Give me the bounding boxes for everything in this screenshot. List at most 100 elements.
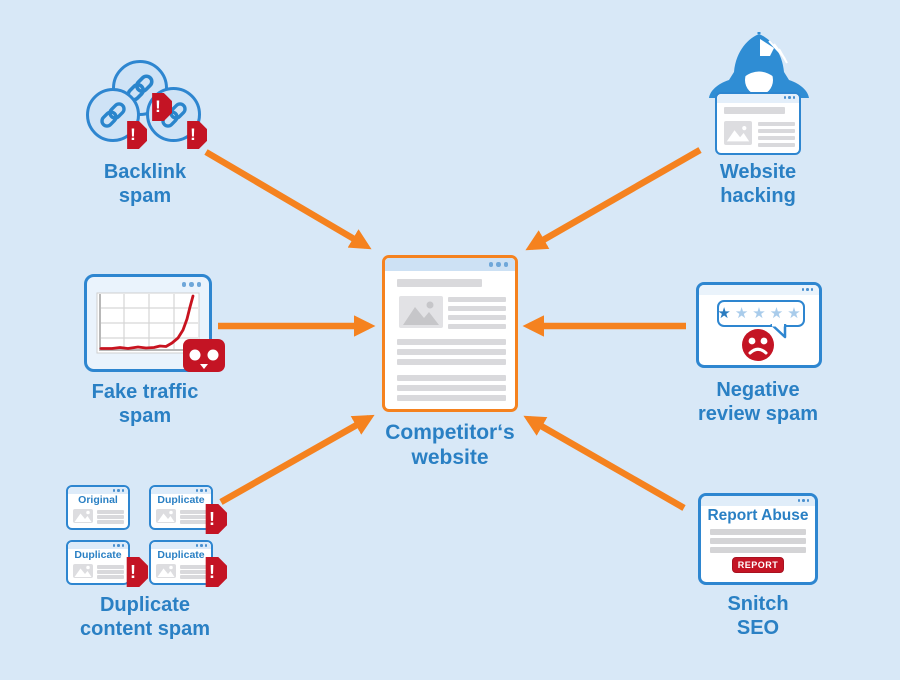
text-line [180, 565, 207, 569]
text-line [180, 520, 207, 524]
text-line [448, 297, 506, 302]
duplicate-content-window: Duplicate [66, 540, 130, 585]
star-empty-icon: ★ [734, 304, 753, 322]
warning-badge-icon: ! [205, 557, 227, 587]
warning-badge-icon: ! [187, 121, 207, 149]
text-line [710, 538, 806, 544]
arrow-snitch-seo [523, 415, 686, 511]
text-line [397, 395, 506, 401]
warning-exclamation: ! [209, 508, 215, 529]
image-placeholder [73, 564, 93, 578]
bot-icon [183, 339, 225, 372]
window-titlebar [385, 258, 515, 271]
window-titlebar [68, 487, 128, 494]
window-dots-icon [181, 282, 201, 287]
text-line [397, 279, 482, 287]
star-empty-icon: ★ [752, 304, 770, 322]
review-speech-bubble: ★★★★★ [717, 300, 805, 327]
text-line [97, 575, 124, 579]
hacker-icon [709, 32, 809, 98]
window-titlebar [151, 542, 211, 549]
window-titlebar [701, 496, 815, 506]
image-placeholder [724, 121, 752, 145]
window-dots-icon [801, 288, 813, 291]
text-line [758, 136, 795, 140]
window-label: Duplicate [157, 549, 205, 561]
warning-exclamation: ! [190, 125, 196, 144]
text-line [97, 510, 124, 514]
window-titlebar [717, 94, 799, 103]
image-placeholder [73, 509, 93, 523]
report-abuse-heading: Report Abuse [707, 507, 809, 524]
text-line [97, 570, 124, 574]
window-label: Original [78, 494, 118, 506]
text-line [180, 575, 207, 579]
warning-exclamation: ! [130, 561, 136, 582]
speech-bubble-tail [770, 324, 787, 339]
traffic-spike-chart [96, 292, 200, 354]
star-empty-icon: ★ [787, 304, 805, 322]
warning-badge-icon: ! [152, 93, 172, 121]
label-backlink-spam: Backlink spam [103, 161, 187, 207]
label-fake-traffic-spam: Fake traffic spam [91, 381, 199, 427]
competitor-website-window [382, 255, 518, 412]
label-website-hacking: Website hacking [719, 161, 797, 207]
label-snitch-seo: Snitch SEO [727, 593, 789, 639]
text-line [758, 122, 795, 126]
star-empty-icon: ★ [769, 304, 788, 322]
text-line [397, 385, 506, 391]
text-line [724, 107, 785, 114]
window-dots-icon [797, 499, 809, 502]
text-line [710, 529, 806, 535]
image-placeholder [399, 296, 443, 328]
window-dots-icon [112, 544, 124, 547]
window-label: Duplicate [74, 549, 122, 561]
window-dots-icon [195, 544, 207, 547]
duplicate-content-window: Duplicate [149, 540, 213, 585]
text-line [180, 515, 207, 519]
text-line [397, 339, 506, 345]
link-bubble [86, 88, 140, 142]
text-line [397, 349, 506, 355]
label-duplicate-content-spam: Duplicate content spam [79, 594, 211, 640]
text-line [397, 359, 506, 365]
text-line [758, 143, 795, 147]
image-placeholder [156, 564, 176, 578]
warning-exclamation: ! [209, 561, 215, 582]
hacked-website-window [715, 92, 801, 155]
text-line [180, 570, 207, 574]
text-line [97, 565, 124, 569]
report-button: REPORT [732, 557, 784, 573]
label-competitors-website: Competitor‘s website [385, 421, 515, 470]
sad-face-icon [742, 329, 774, 361]
window-titlebar [68, 542, 128, 549]
window-titlebar [699, 285, 819, 295]
star-filled-icon: ★ [717, 304, 735, 322]
original-content-window: Original [66, 485, 130, 530]
text-line [448, 315, 506, 320]
window-titlebar [151, 487, 211, 494]
review-browser-window: ★★★★★ [696, 282, 822, 368]
text-line [710, 547, 806, 553]
window-label: Duplicate [157, 494, 205, 506]
warning-exclamation: ! [130, 125, 136, 144]
window-dots-icon [112, 489, 124, 492]
arrow-website-hacking [525, 147, 702, 251]
warning-badge-icon: ! [126, 557, 148, 587]
text-line [97, 515, 124, 519]
duplicate-content-window: Duplicate [149, 485, 213, 530]
warning-exclamation: ! [155, 97, 161, 116]
label-negative-review-spam: Negative review spam [697, 379, 819, 425]
window-dots-icon [783, 96, 795, 99]
text-line [397, 375, 506, 381]
text-line [97, 520, 124, 524]
text-line [448, 324, 506, 329]
window-dots-icon [195, 489, 207, 492]
warning-badge-icon: ! [127, 121, 147, 149]
text-line [448, 306, 506, 311]
star-rating: ★★★★★ [717, 305, 804, 323]
arrow-duplicate-content [219, 414, 375, 505]
chain-link-icon [100, 102, 126, 128]
image-placeholder [156, 509, 176, 523]
